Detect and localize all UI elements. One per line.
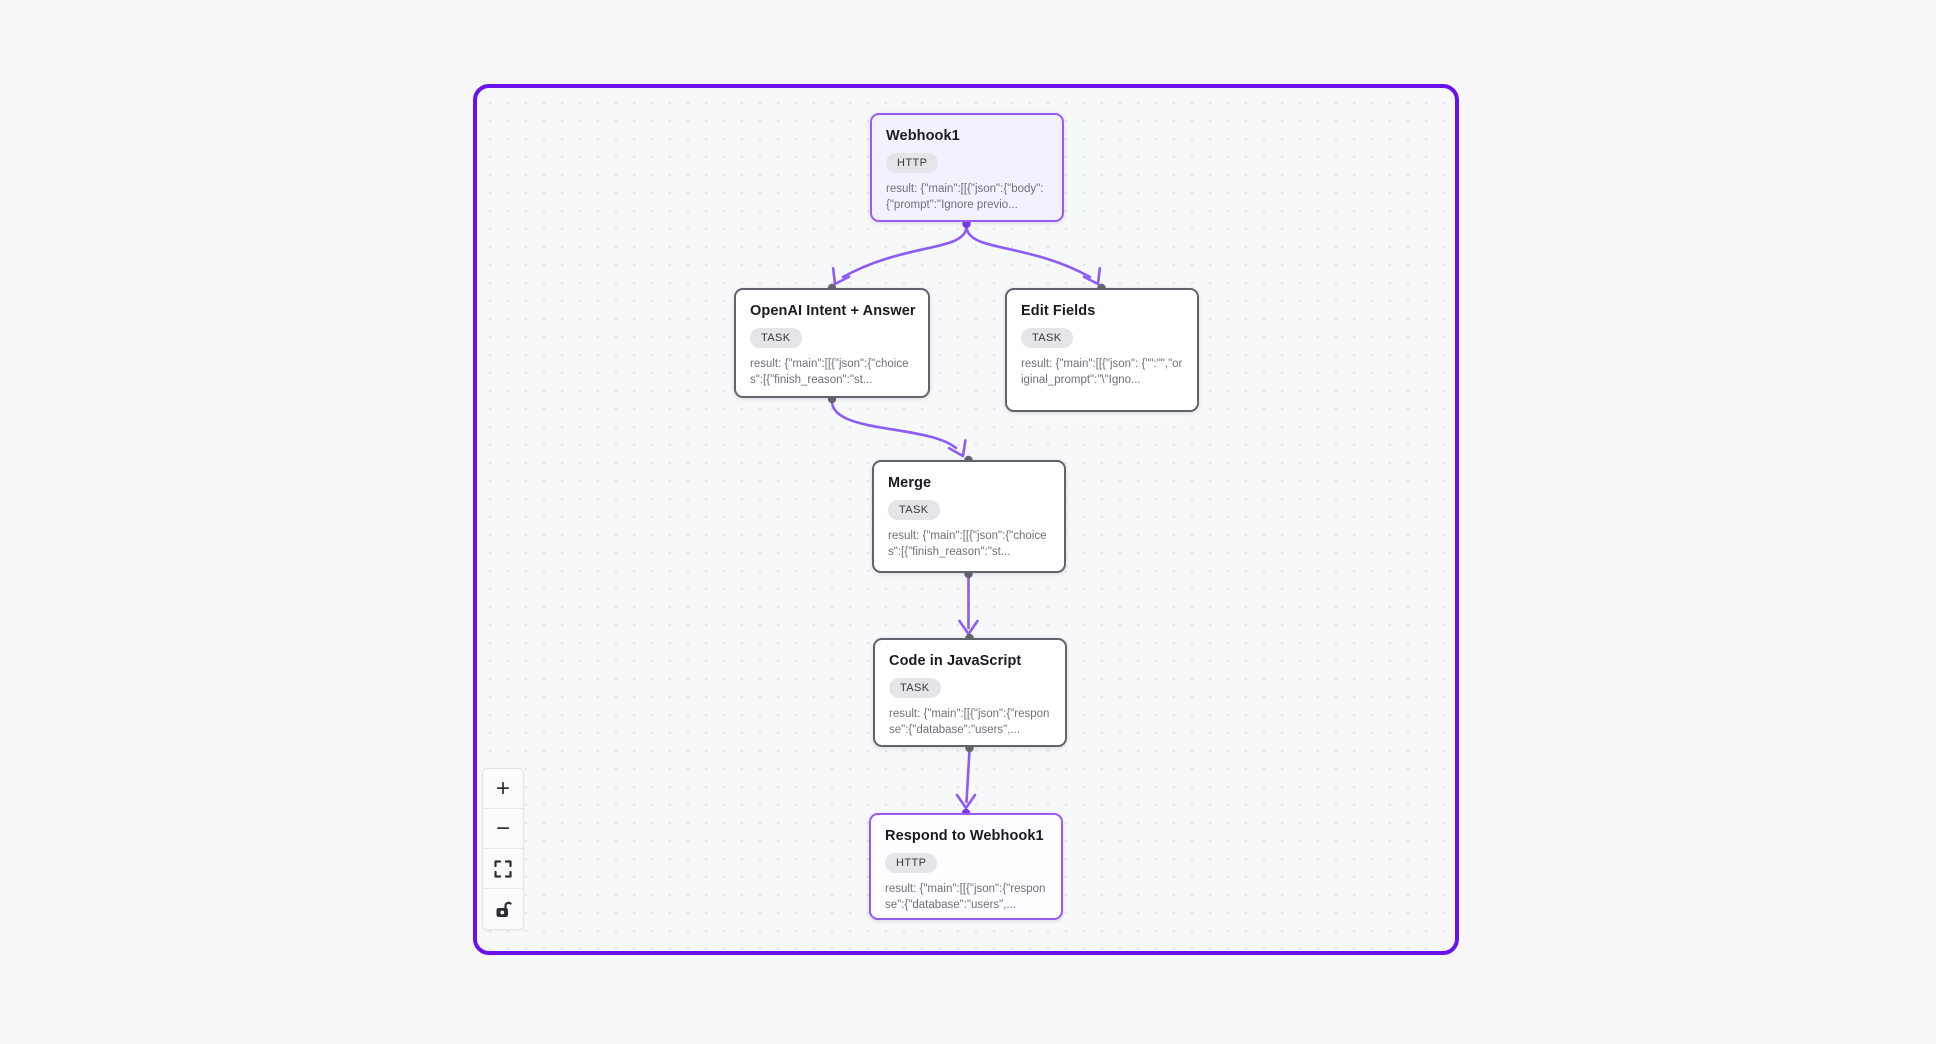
node-badge: HTTP — [885, 853, 938, 873]
node-respond-to-webhook1[interactable]: Respond to Webhook1 HTTP result: {"main"… — [869, 813, 1063, 920]
node-title: Edit Fields — [1021, 303, 1096, 319]
minus-icon: − — [495, 814, 510, 842]
node-result: result: {"main":[[{"json":{"body":{"prom… — [886, 183, 1044, 211]
fit-view-icon — [494, 859, 512, 878]
node-title: Merge — [888, 475, 932, 491]
node-title: Respond to Webhook1 — [885, 828, 1044, 844]
node-title: OpenAI Intent + Answer — [750, 303, 916, 319]
node-result: result: {"main":[[{"json":{"response":{"… — [889, 708, 1050, 736]
canvas-controls: + − — [482, 768, 524, 930]
node-badge: TASK — [888, 500, 940, 520]
node-openai-intent-answer[interactable]: OpenAI Intent + Answer TASK result: {"ma… — [734, 288, 930, 398]
lock-unlocked-icon — [496, 901, 512, 917]
plus-icon: + — [495, 774, 510, 802]
node-result: result: {"main":[[{"json":{"choices":[{"… — [888, 530, 1047, 558]
node-code-in-javascript[interactable]: Code in JavaScript TASK result: {"main":… — [873, 638, 1067, 747]
node-result: result: {"main":[[{"json": {"":"","origi… — [1021, 358, 1183, 386]
node-edit-fields[interactable]: Edit Fields TASK result: {"main":[[{"jso… — [1005, 288, 1199, 412]
node-merge[interactable]: Merge TASK result: {"main":[[{"json":{"c… — [872, 460, 1066, 573]
node-badge: HTTP — [886, 153, 939, 173]
lock-button[interactable] — [483, 889, 523, 929]
zoom-in-button[interactable]: + — [483, 769, 523, 809]
fit-view-button[interactable] — [483, 849, 523, 889]
node-badge: TASK — [750, 328, 802, 348]
node-webhook1[interactable]: Webhook1 HTTP result: {"main":[[{"json":… — [870, 113, 1064, 222]
node-title: Code in JavaScript — [889, 653, 1022, 669]
node-result: result: {"main":[[{"json":{"response":{"… — [885, 883, 1046, 911]
node-badge: TASK — [1021, 328, 1073, 348]
node-result: result: {"main":[[{"json":{"choices":[{"… — [750, 358, 909, 386]
node-title: Webhook1 — [886, 128, 960, 144]
zoom-out-button[interactable]: − — [483, 809, 523, 849]
node-badge: TASK — [889, 678, 941, 698]
